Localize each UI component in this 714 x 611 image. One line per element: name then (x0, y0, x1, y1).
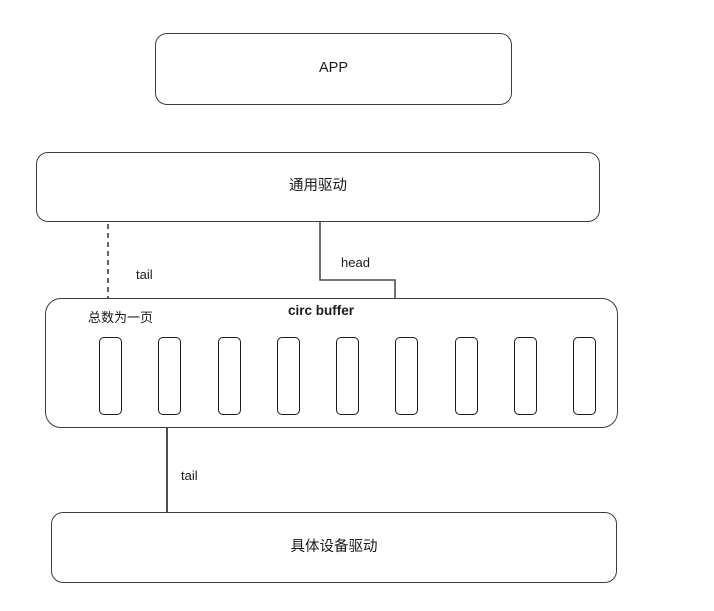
buffer-cell-8[interactable] (573, 337, 596, 415)
node-app[interactable]: APP (155, 33, 512, 105)
head-label: head (341, 255, 370, 270)
node-generic-driver-label: 通用驱动 (289, 178, 347, 195)
node-device-driver[interactable]: 具体设备驱动 (51, 512, 617, 583)
buffer-cell-2[interactable] (217, 337, 241, 415)
buffer-cell-3[interactable] (276, 337, 300, 415)
buffer-cell-4[interactable] (336, 337, 359, 415)
buffer-cell-5[interactable] (395, 337, 419, 415)
tail-top-label: tail (136, 267, 153, 282)
node-generic-driver[interactable]: 通用驱动 (36, 152, 600, 222)
node-app-label: APP (318, 60, 348, 77)
buffer-cell-0[interactable] (99, 337, 122, 415)
tail-bottom-label: tail (181, 468, 198, 483)
circ-buffer-label: circ buffer (288, 303, 355, 318)
page-note-label: 总数为一页 (88, 310, 154, 325)
buffer-cell-1[interactable] (158, 337, 182, 415)
buffer-cell-6[interactable] (454, 337, 478, 415)
node-device-driver-label: 具体设备驱动 (290, 538, 378, 555)
buffer-cell-7[interactable] (513, 337, 537, 415)
